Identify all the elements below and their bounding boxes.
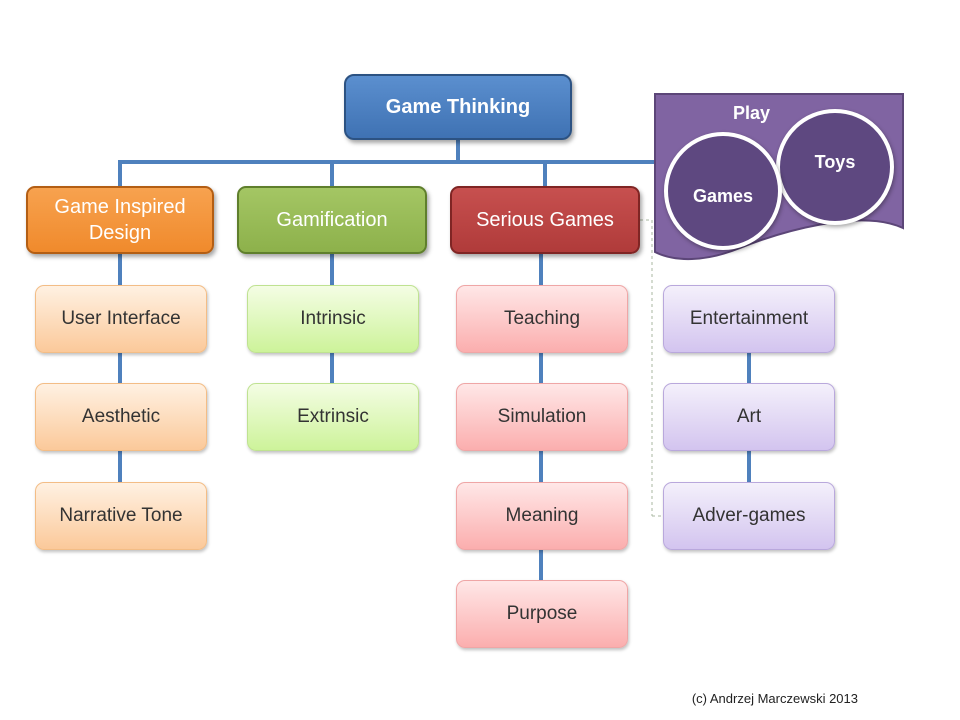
adver-games-label: Adver-games: [692, 504, 806, 526]
toys-circle: Toys: [776, 109, 894, 225]
user-interface-node: User Interface: [35, 285, 207, 353]
toys-label: Toys: [814, 151, 856, 172]
serious-games-label: Serious Games: [476, 209, 614, 231]
play-label: Play: [733, 103, 771, 123]
serious-games-node: Serious Games: [450, 186, 640, 254]
teaching-label: Teaching: [503, 307, 581, 329]
teaching-node: Teaching: [456, 285, 628, 353]
dashed-link: [640, 219, 663, 517]
extrinsic-node: Extrinsic: [247, 383, 419, 451]
aesthetic-node: Aesthetic: [35, 383, 207, 451]
narrative-tone-node: Narrative Tone: [35, 482, 207, 550]
meaning-node: Meaning: [456, 482, 628, 550]
copyright-footer: (c) Andrzej Marczewski 2013: [691, 691, 858, 706]
purpose-label: Purpose: [506, 602, 578, 624]
aesthetic-label: Aesthetic: [81, 405, 161, 427]
entertainment-label: Entertainment: [689, 307, 809, 329]
game-inspired-design-label: Game Inspired Design: [54, 196, 186, 244]
purpose-node: Purpose: [456, 580, 628, 648]
user-interface-label: User Interface: [61, 307, 181, 329]
extrinsic-label: Extrinsic: [297, 405, 369, 427]
art-node: Art: [663, 383, 835, 451]
intrinsic-label: Intrinsic: [300, 307, 366, 329]
game-inspired-design-node: Game Inspired Design: [26, 186, 214, 254]
game-thinking-label: Game Thinking: [385, 96, 531, 118]
narrative-tone-label: Narrative Tone: [59, 504, 183, 526]
gamification-node: Gamification: [237, 186, 427, 254]
games-label: Games: [692, 185, 754, 206]
game-thinking-node: Game Thinking: [344, 74, 572, 140]
meaning-label: Meaning: [505, 504, 579, 526]
adver-games-node: Adver-games: [663, 482, 835, 550]
games-circle: Games: [664, 132, 782, 250]
gamification-label: Gamification: [276, 209, 388, 231]
entertainment-node: Entertainment: [663, 285, 835, 353]
simulation-node: Simulation: [456, 383, 628, 451]
intrinsic-node: Intrinsic: [247, 285, 419, 353]
simulation-label: Simulation: [497, 405, 587, 427]
art-label: Art: [736, 405, 762, 427]
